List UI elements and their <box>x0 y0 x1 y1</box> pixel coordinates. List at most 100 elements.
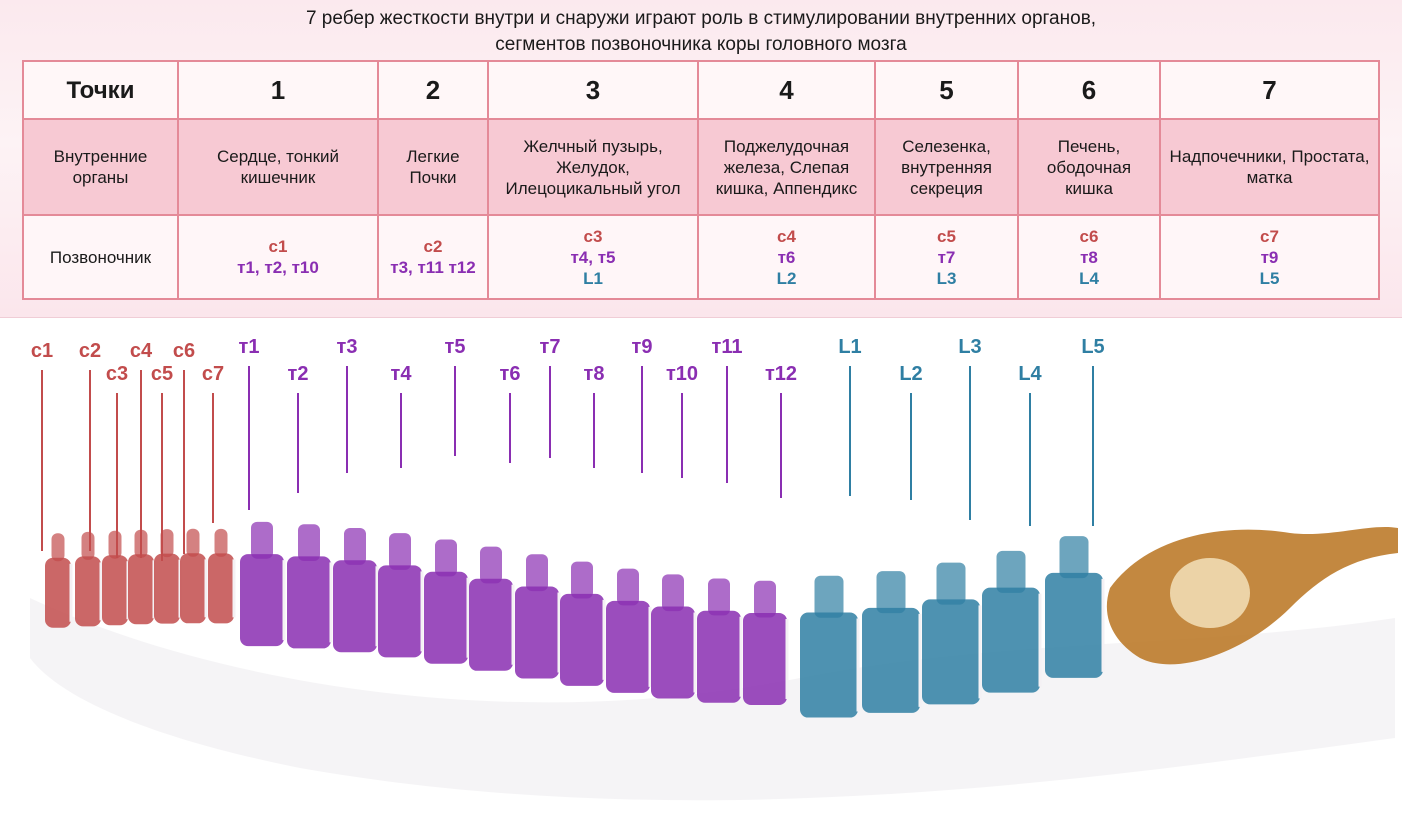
lumbar-process-3 <box>936 562 966 605</box>
spine-cell-6: c6 т8 L4 <box>1017 214 1161 300</box>
thoracic-process-9 <box>617 568 639 606</box>
spine-cell-2-t: т3, т11 т12 <box>390 258 476 277</box>
organs-cell-5: Селезенка, внутренняя секреция <box>874 118 1019 216</box>
lumbar-label-2: L2 <box>899 363 923 385</box>
point-1-header: 1 <box>177 60 379 120</box>
thoracic-vertebra-4 <box>378 565 422 658</box>
organs-row: Внутренние органы Сердце, тонкий кишечни… <box>22 118 1380 216</box>
spine-cell-3-l: L1 <box>583 268 603 288</box>
lumbar-process-4 <box>996 550 1026 593</box>
thoracic-vertebra-2 <box>287 556 331 649</box>
cervical-process-5 <box>160 529 174 558</box>
thoracic-vertebra-8 <box>560 593 604 686</box>
spine-cell-1-c: c1 <box>268 237 288 256</box>
thoracic-vertebra-3 <box>333 560 377 653</box>
lumbar-label-3: L3 <box>958 336 982 358</box>
spine-cell-7: c7 т9 L5 <box>1159 214 1380 300</box>
spine-cell-3-c: c3 <box>583 226 603 246</box>
lumbar-vertebra-1 <box>800 612 858 718</box>
spine-cell-3-t: т4, т5 <box>570 247 616 267</box>
thoracic-process-10 <box>662 574 684 612</box>
lumbar-label-5: L5 <box>1081 336 1105 358</box>
cervical-label-1: c1 <box>30 340 54 362</box>
thoracic-label-6: т6 <box>499 363 521 385</box>
cervical-vertebra-3 <box>102 555 128 626</box>
lumbar-vertebra-3 <box>922 599 980 705</box>
cervical-process-6 <box>186 528 200 557</box>
thoracic-process-6 <box>480 546 502 584</box>
organs-cell-6: Печень, ободочная кишка <box>1017 118 1161 216</box>
thoracic-vertebra-12 <box>743 612 787 705</box>
lumbar-vertebra-2 <box>862 607 920 713</box>
thoracic-label-9: т9 <box>631 336 653 358</box>
thoracic-label-4: т4 <box>390 363 412 385</box>
organs-cell-7: Надпочечники, Простата, матка <box>1159 118 1380 216</box>
thoracic-process-11 <box>708 578 730 616</box>
thoracic-process-5 <box>435 539 457 577</box>
spine-cell-3: c3 т4, т5 L1 <box>487 214 699 300</box>
spine-row: Позвоночник c1 т1, т2, т10 c2 т3, т11 т1… <box>22 214 1380 300</box>
cervical-vertebra-5 <box>154 553 180 624</box>
spine-cell-6-c: c6 <box>1079 226 1099 246</box>
cervical-label-4: c4 <box>129 340 153 362</box>
thoracic-process-8 <box>571 561 593 599</box>
thoracic-label-1: т1 <box>238 336 260 358</box>
thoracic-vertebra-9 <box>606 600 650 693</box>
lumbar-label-4: L4 <box>1018 363 1042 385</box>
cervical-process-1 <box>51 533 65 562</box>
cervical-vertebra-1 <box>45 557 71 628</box>
spine-cell-7-c: c7 <box>1260 226 1279 246</box>
spine-cell-4: c4 т6 L2 <box>697 214 876 300</box>
spine-cell-5: c5 т7 L3 <box>874 214 1019 300</box>
cervical-vertebra-7 <box>208 553 234 624</box>
thoracic-process-1 <box>251 521 273 559</box>
thoracic-label-3: т3 <box>336 336 358 358</box>
lumbar-vertebra-4 <box>982 587 1040 693</box>
thoracic-vertebra-10 <box>651 606 695 699</box>
lumbar-process-5 <box>1059 536 1089 579</box>
sacrum-highlight <box>1170 558 1250 628</box>
thoracic-process-12 <box>754 580 776 618</box>
spine-label: Позвоночник <box>22 214 179 300</box>
thoracic-label-7: т7 <box>539 336 561 358</box>
cervical-label-5: c5 <box>150 363 174 385</box>
organs-cell-2: Легкие Почки <box>377 118 489 216</box>
organs-label: Внутренние органы <box>22 118 179 216</box>
thoracic-vertebra-6 <box>469 578 513 671</box>
points-panel: 7 ребер жесткости внутри и снаружи играю… <box>0 0 1402 318</box>
thoracic-vertebra-5 <box>424 571 468 664</box>
spine-cell-5-c: c5 <box>937 226 956 246</box>
table-header-row: Точки 1 2 3 4 5 6 7 <box>22 60 1380 120</box>
thoracic-label-2: т2 <box>287 363 309 385</box>
cervical-label-3: c3 <box>105 363 129 385</box>
cervical-vertebra-2 <box>75 556 101 627</box>
lumbar-process-2 <box>876 571 906 614</box>
thoracic-vertebra-11 <box>697 610 741 703</box>
spine-cell-7-t: т9 <box>1260 247 1279 267</box>
spine-cell-6-t: т8 <box>1080 247 1098 267</box>
point-2-header: 2 <box>377 60 489 120</box>
point-5-header: 5 <box>874 60 1019 120</box>
point-7-header: 7 <box>1159 60 1380 120</box>
spine-cell-6-l: L4 <box>1079 268 1099 288</box>
organs-cell-3: Желчный пузырь, Желудок, Илецоцикальный … <box>487 118 699 216</box>
spine-cell-4-t: т6 <box>777 247 796 267</box>
point-6-header: 6 <box>1017 60 1161 120</box>
cervical-label-6: c6 <box>172 340 196 362</box>
thoracic-process-7 <box>526 554 548 592</box>
cervical-process-2 <box>81 531 95 560</box>
spine-cell-1-t: т1, т2, т10 <box>237 258 319 277</box>
spine-cell-1: c1 т1, т2, т10 <box>177 214 379 300</box>
cervical-label-2: c2 <box>78 340 102 362</box>
cervical-process-7 <box>214 528 228 557</box>
lumbar-process-1 <box>814 575 844 618</box>
thoracic-vertebra-7 <box>515 586 559 679</box>
thoracic-label-5: т5 <box>444 336 466 358</box>
organs-cell-1: Сердце, тонкий кишечник <box>177 118 379 216</box>
spine-drawing <box>30 366 1398 801</box>
cervical-vertebra-6 <box>180 553 206 624</box>
thoracic-process-4 <box>389 533 411 570</box>
sacrum <box>1106 526 1398 665</box>
lumbar-vertebra-5 <box>1045 572 1103 678</box>
points-table: Точки 1 2 3 4 5 6 7 Внутренние органы Се… <box>22 60 1380 300</box>
